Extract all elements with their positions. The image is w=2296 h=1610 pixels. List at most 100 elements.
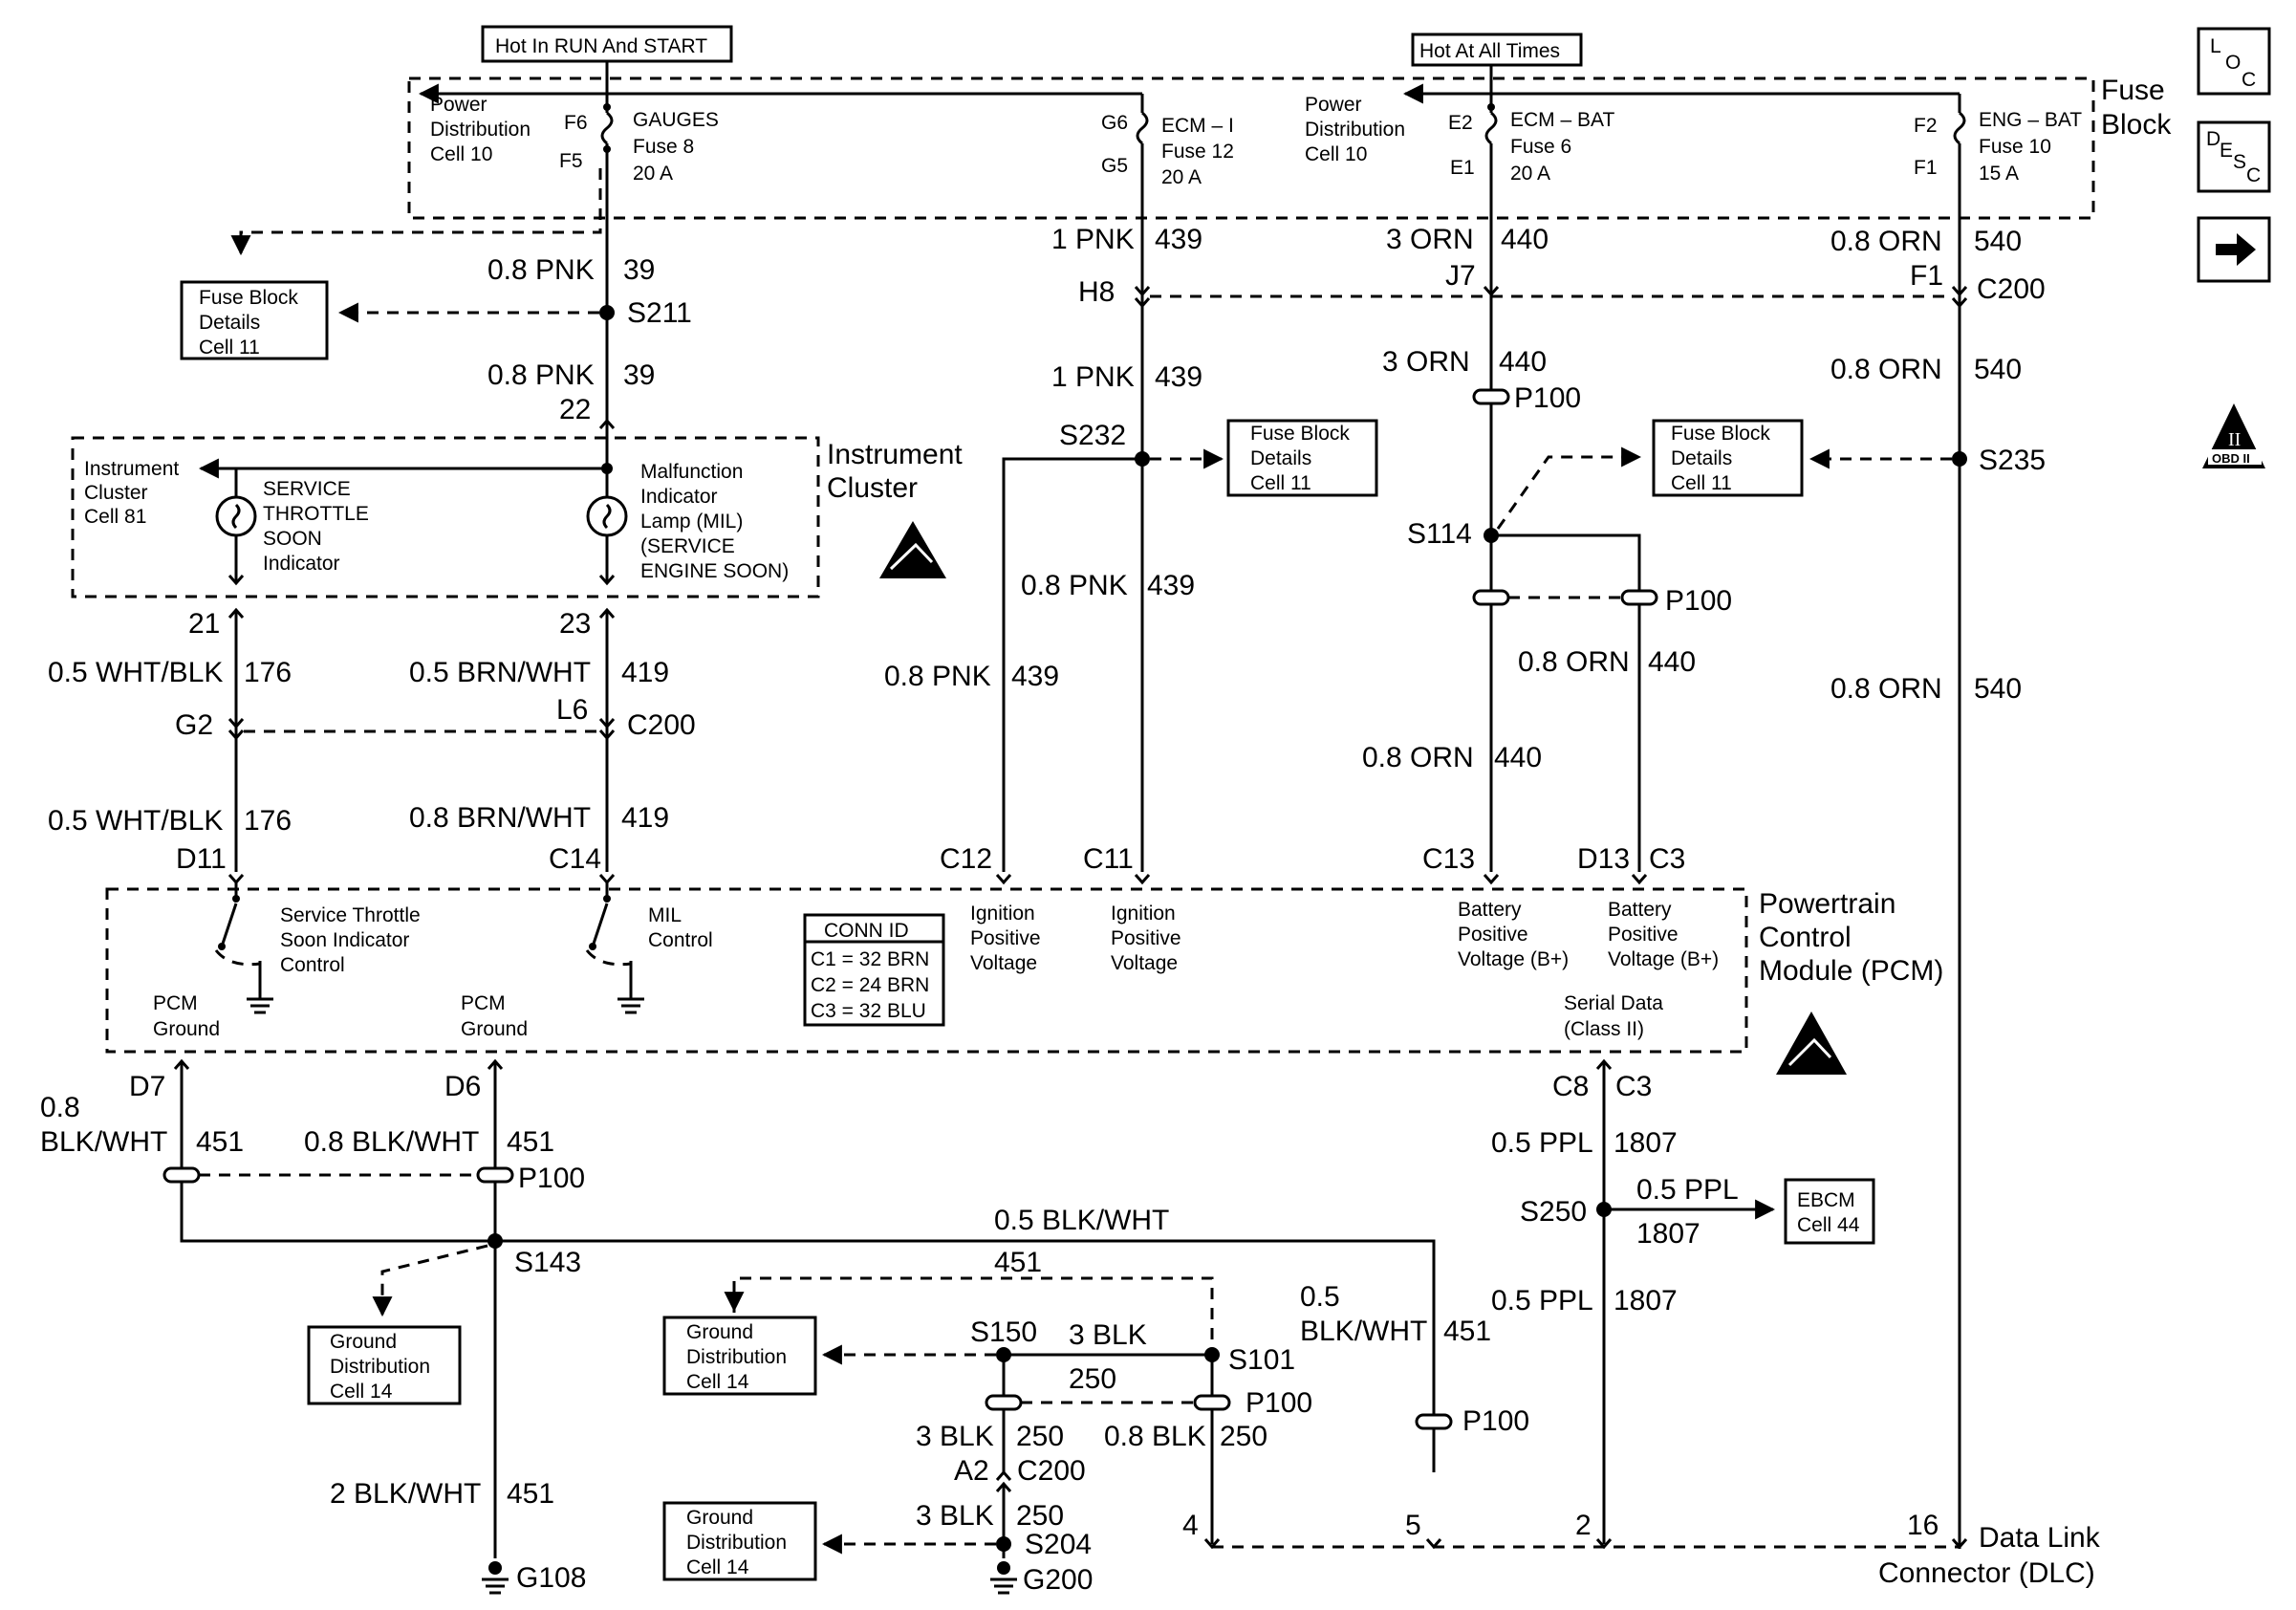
fuse-block-details-c[interactable]: Fuse Block Details Cell 11	[1652, 419, 1804, 497]
svg-text:(Class II): (Class II)	[1564, 1018, 1644, 1040]
ground-g108-icon	[482, 1561, 509, 1595]
ground-distribution-c[interactable]: Ground Distribution Cell 14	[662, 1501, 817, 1581]
svg-text:C: C	[2246, 164, 2261, 186]
svg-text:SOON: SOON	[263, 528, 322, 550]
obd-ii-icon: OBD II II	[2202, 403, 2265, 468]
svg-text:C2 = 24 BRN: C2 = 24 BRN	[811, 974, 929, 996]
svg-text:II: II	[2228, 429, 2241, 450]
svg-text:C200: C200	[627, 709, 696, 741]
svg-text:EBCM: EBCM	[1797, 1189, 1855, 1211]
svg-text:D: D	[2206, 128, 2220, 150]
svg-text:Battery: Battery	[1458, 899, 1522, 921]
svg-text:G5: G5	[1101, 155, 1128, 177]
svg-text:20 A: 20 A	[633, 163, 673, 185]
svg-text:E2: E2	[1448, 112, 1473, 134]
svg-text:THROTTLE: THROTTLE	[263, 503, 369, 525]
svg-text:P100: P100	[1462, 1405, 1529, 1437]
svg-text:Ground: Ground	[686, 1507, 753, 1529]
svg-text:0.8: 0.8	[40, 1092, 80, 1123]
svg-text:F6: F6	[564, 112, 588, 134]
desc-icon[interactable]: D E S C	[2197, 120, 2271, 193]
svg-text:3 BLK: 3 BLK	[916, 1421, 994, 1452]
svg-text:0.8 ORN: 0.8 ORN	[1830, 673, 1942, 705]
svg-text:P100: P100	[518, 1163, 585, 1194]
circuit-250: 451 S150 S101 3 BLK 250 P100 3 BLK 250 0…	[724, 1247, 1312, 1596]
svg-text:0.5 PPL: 0.5 PPL	[1636, 1174, 1739, 1206]
svg-text:ENG – BAT: ENG – BAT	[1979, 109, 2082, 131]
service-throttle-soon-lamp-icon	[215, 468, 257, 586]
svg-text:0.8 PNK: 0.8 PNK	[884, 661, 991, 692]
svg-text:S: S	[2233, 151, 2246, 173]
loc-icon[interactable]: L O C	[2197, 27, 2271, 96]
circuit-439: 1 PNK 439 H8 1 PNK 439 S232 0.8 PNK 439 …	[884, 161, 1952, 875]
svg-text:0.8 ORN: 0.8 ORN	[1518, 646, 1630, 678]
svg-text:PCM: PCM	[461, 992, 506, 1014]
svg-text:Distribution: Distribution	[686, 1532, 787, 1554]
svg-text:Cell 11: Cell 11	[199, 337, 260, 359]
svg-text:Voltage: Voltage	[1111, 952, 1178, 974]
data-link-connector: 4 5 2 16 Data Link Connector (DLC)	[1182, 1510, 2101, 1589]
svg-text:Cell 11: Cell 11	[1671, 472, 1732, 494]
svg-text:Fuse Block: Fuse Block	[1250, 423, 1350, 445]
svg-text:0.8 PNK: 0.8 PNK	[487, 254, 595, 286]
svg-text:Hot In RUN And START: Hot In RUN And START	[495, 35, 707, 57]
ebcm-box[interactable]: EBCM Cell 44	[1784, 1178, 1875, 1245]
svg-text:Fuse Block: Fuse Block	[199, 287, 298, 309]
eng-bat-fuse: F2 F1 ENG – BAT Fuse 10 15 A	[1914, 94, 2082, 185]
svg-text:Power: Power	[430, 94, 487, 116]
svg-text:1807: 1807	[1636, 1218, 1700, 1250]
svg-text:Distribution: Distribution	[330, 1356, 430, 1378]
svg-text:Fuse 10: Fuse 10	[1979, 136, 2051, 158]
svg-text:Soon Indicator: Soon Indicator	[280, 929, 409, 951]
svg-text:F1: F1	[1914, 157, 1938, 179]
fuse-block-details-b[interactable]: Fuse Block Details Cell 11	[1226, 419, 1378, 497]
hot-run-start-header: Hot In RUN And START	[481, 25, 733, 63]
svg-text:S250: S250	[1520, 1196, 1587, 1228]
circuit-440: 3 ORN 440 J7 3 ORN 440 P100 S114 P100 0.…	[1362, 161, 1732, 875]
svg-text:439: 439	[1155, 224, 1202, 255]
svg-text:Positive: Positive	[970, 927, 1041, 949]
svg-text:S232: S232	[1059, 420, 1126, 451]
svg-text:BLK/WHT: BLK/WHT	[40, 1126, 167, 1158]
svg-text:Ground: Ground	[330, 1331, 397, 1353]
svg-text:176: 176	[244, 805, 292, 837]
ground-distribution-b[interactable]: Ground Distribution Cell 14	[662, 1316, 817, 1396]
svg-text:0.8 BLK: 0.8 BLK	[1104, 1421, 1206, 1452]
svg-text:439: 439	[1147, 570, 1195, 601]
circuit-540: 0.8 ORN 540 F1 C200 0.8 ORN 540 S235 0.8…	[1809, 161, 2046, 1549]
fuse-block-details-a[interactable]: Fuse Block Details Cell 11	[180, 280, 329, 360]
svg-text:OBD II: OBD II	[2212, 451, 2250, 466]
svg-text:Details: Details	[1671, 447, 1732, 469]
svg-text:1807: 1807	[1614, 1127, 1678, 1159]
svg-text:Cell 44: Cell 44	[1797, 1214, 1860, 1236]
svg-text:0.8 BLK/WHT: 0.8 BLK/WHT	[304, 1126, 479, 1158]
next-arrow-icon[interactable]	[2197, 216, 2271, 283]
svg-text:PCM: PCM	[153, 992, 198, 1014]
svg-text:419: 419	[621, 802, 669, 834]
svg-text:C3: C3	[1615, 1071, 1652, 1102]
svg-text:A2: A2	[954, 1455, 989, 1487]
svg-text:Positive: Positive	[1458, 924, 1528, 946]
svg-text:Positive: Positive	[1608, 924, 1679, 946]
svg-text:Malfunction: Malfunction	[640, 461, 743, 483]
svg-text:E: E	[2220, 140, 2233, 162]
svg-text:Voltage (B+): Voltage (B+)	[1458, 948, 1569, 970]
svg-text:Voltage (B+): Voltage (B+)	[1608, 948, 1719, 970]
svg-text:451: 451	[1443, 1316, 1491, 1347]
svg-text:250: 250	[1069, 1363, 1116, 1395]
svg-text:J7: J7	[1445, 260, 1476, 292]
svg-text:Power: Power	[1305, 94, 1362, 116]
mil-lamp-icon	[586, 436, 628, 586]
ground-distribution-a[interactable]: Ground Distribution Cell 14	[307, 1325, 462, 1405]
svg-text:451: 451	[994, 1247, 1042, 1278]
svg-text:250: 250	[1016, 1421, 1064, 1452]
svg-text:P100: P100	[1665, 585, 1732, 617]
svg-text:ECM – I: ECM – I	[1161, 115, 1234, 137]
svg-text:Cell 10: Cell 10	[1305, 143, 1367, 165]
svg-text:C13: C13	[1422, 843, 1475, 875]
svg-text:S143: S143	[514, 1247, 581, 1278]
esd-warning-icon	[879, 521, 946, 578]
svg-text:Positive: Positive	[1111, 927, 1181, 949]
svg-text:S211: S211	[627, 297, 692, 329]
svg-text:G200: G200	[1023, 1564, 1093, 1596]
